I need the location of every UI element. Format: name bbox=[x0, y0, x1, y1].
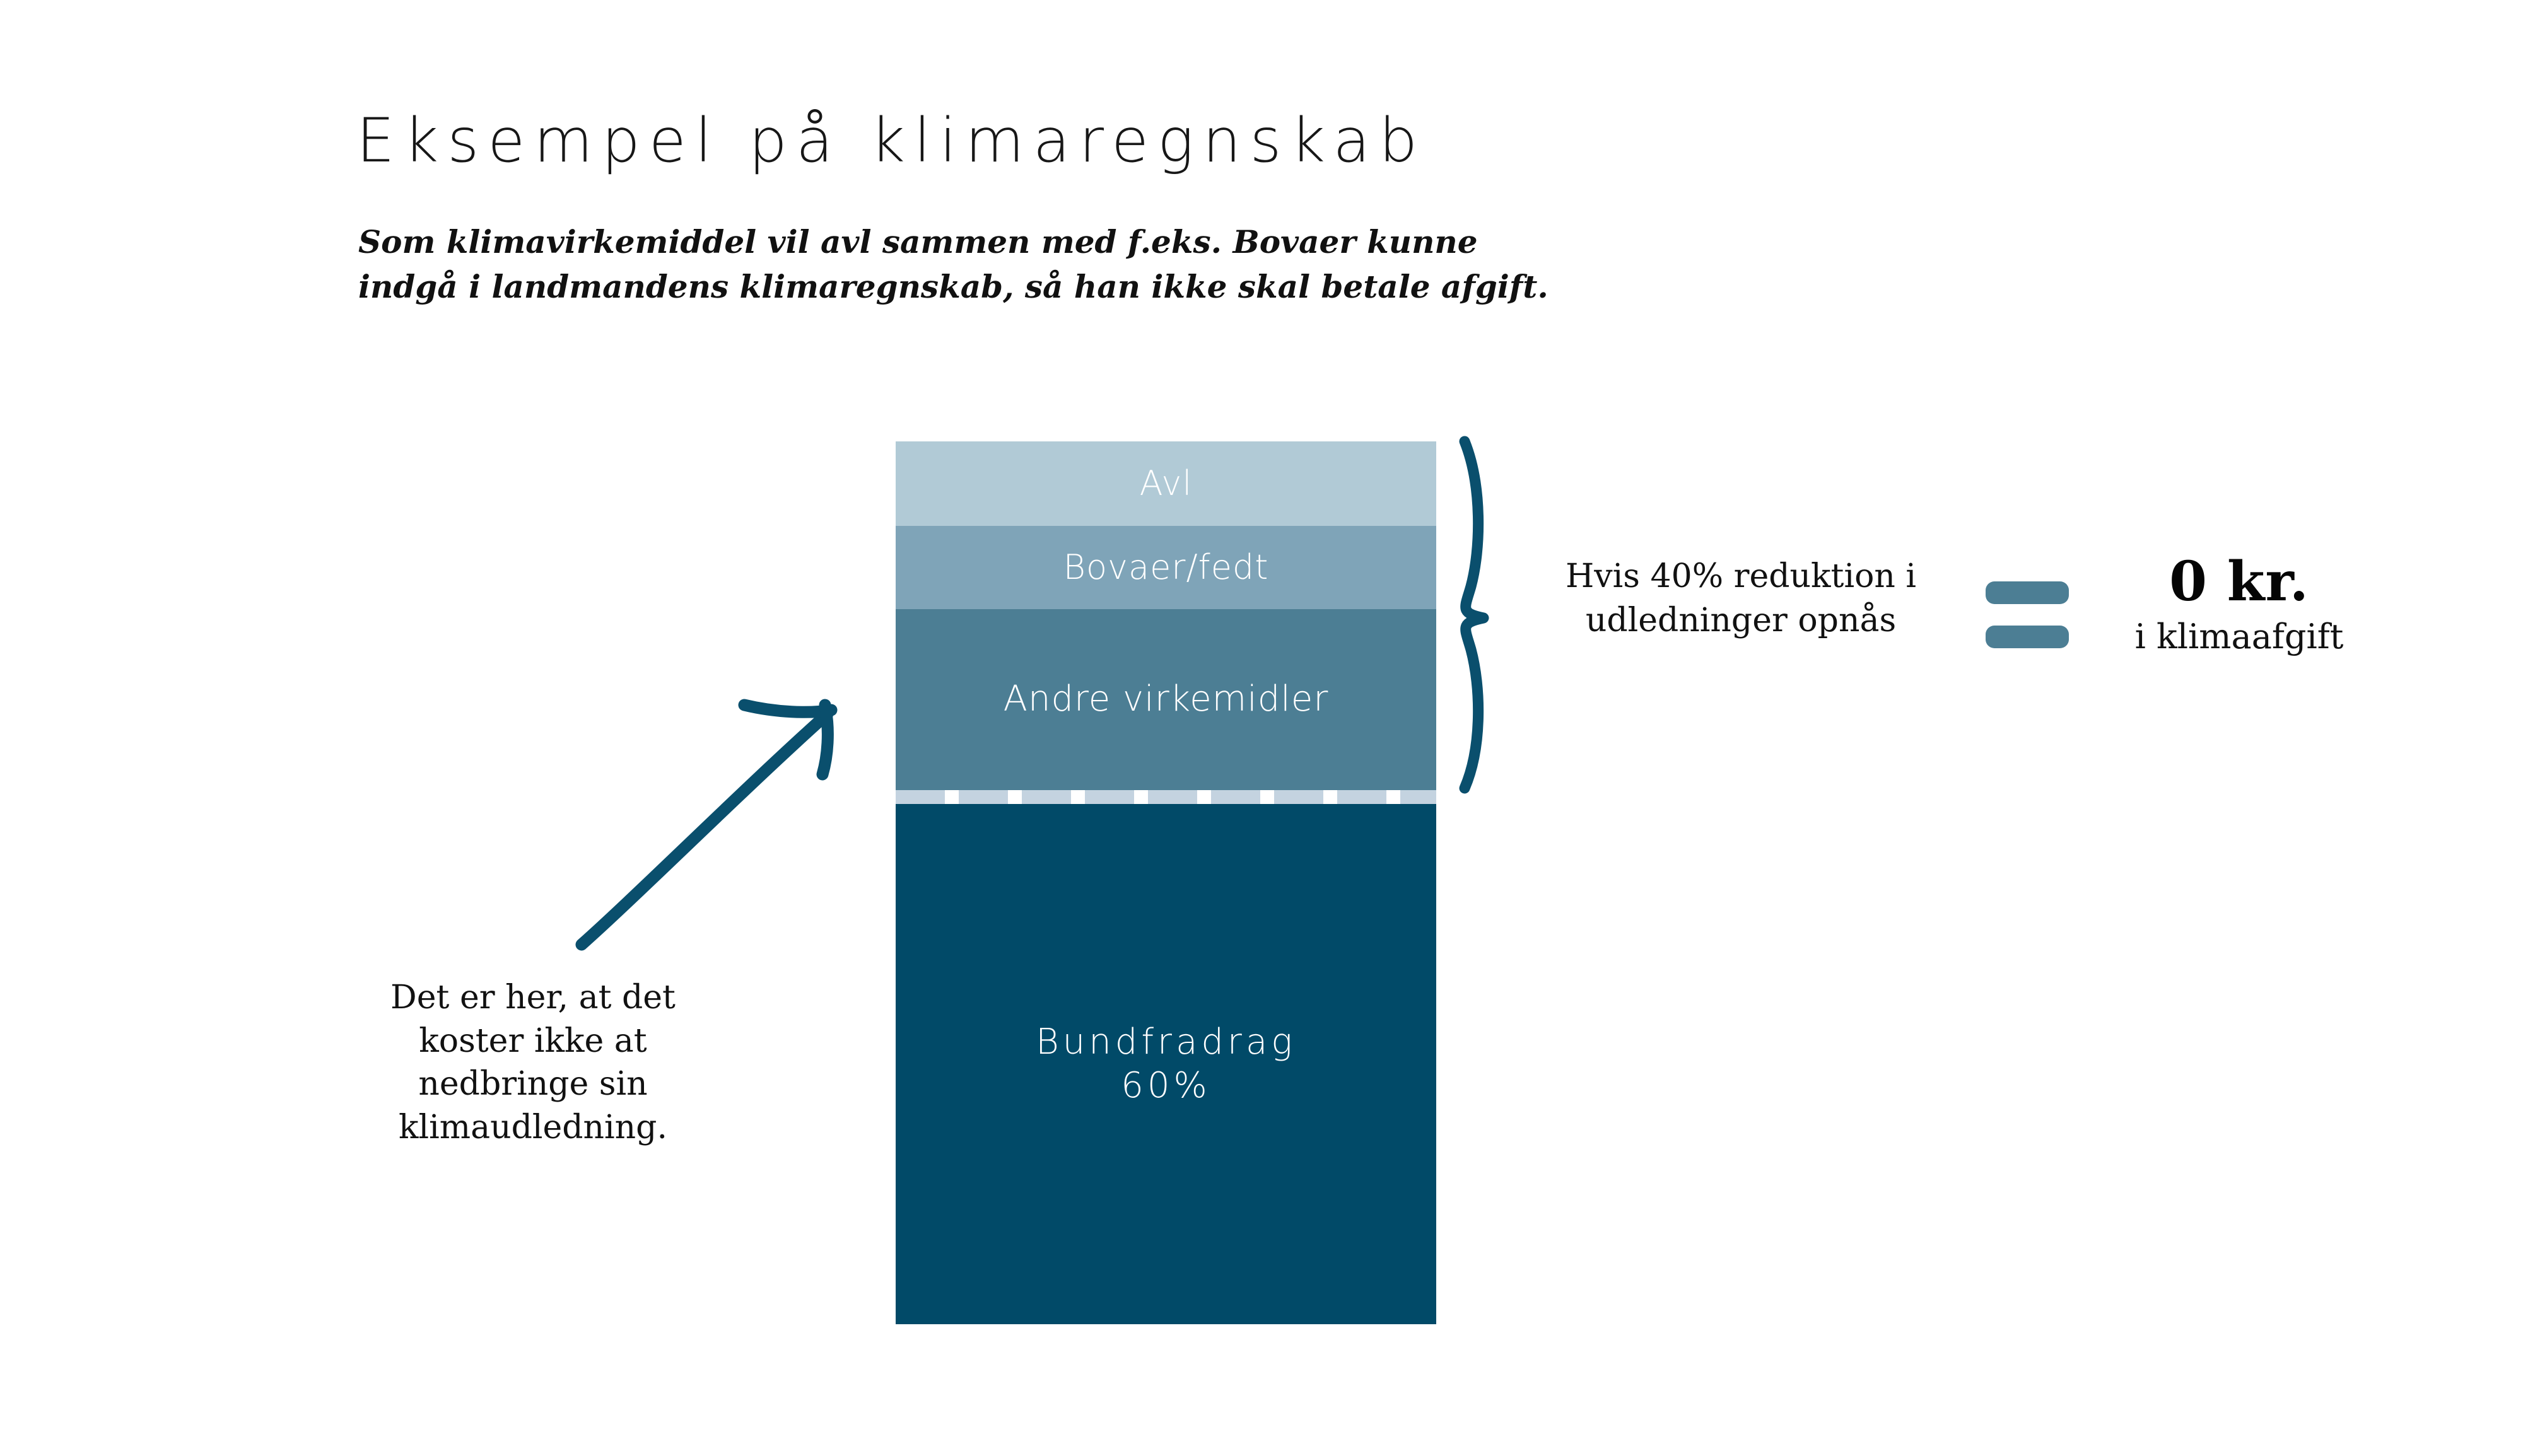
pointer-arrow-icon bbox=[555, 668, 870, 971]
equals-bar-bottom bbox=[1986, 626, 2069, 648]
bar-segment-label-bovaer-fedt: Bovaer/fedt bbox=[1063, 547, 1269, 588]
bar-segment-avl: Avl bbox=[896, 441, 1436, 526]
left-annotation-text: Det er her, at det koster ikke at nedbri… bbox=[390, 979, 676, 1146]
dashed-line-pattern bbox=[896, 790, 1436, 804]
result-block: 0 kr. i klimaafgift bbox=[2081, 550, 2397, 658]
equals-sign-icon bbox=[1983, 579, 2074, 653]
bar-segment-label-avl: Avl bbox=[1139, 463, 1193, 504]
reduction-condition-text: Hvis 40% reduktion i udledninger opnås bbox=[1565, 557, 1917, 639]
bar-segment-label-bundfradrag: Bundfradrag 60% bbox=[1036, 1022, 1296, 1106]
result-amount: 0 kr. bbox=[2169, 550, 2309, 614]
page-title: Eksempel på klimaregnskab bbox=[356, 105, 1427, 176]
stacked-bar-chart: Avl Bovaer/fedt Andre virkemidler Bundfr… bbox=[896, 441, 1436, 1324]
bar-segment-andre-virkemidler: Andre virkemidler bbox=[896, 609, 1436, 790]
equals-bar-top bbox=[1986, 581, 2069, 604]
bar-dashed-divider bbox=[896, 790, 1436, 804]
bar-segment-bundfradrag: Bundfradrag 60% bbox=[896, 804, 1436, 1324]
subtitle-text: Som klimavirkemiddel vil avl sammen med … bbox=[358, 223, 1548, 305]
bar-segment-label-andre-virkemidler: Andre virkemidler bbox=[1003, 678, 1329, 720]
bar-segment-bovaer-fedt: Bovaer/fedt bbox=[896, 526, 1436, 609]
result-caption: i klimaafgift bbox=[2134, 617, 2344, 657]
curly-brace-icon bbox=[1446, 435, 1521, 795]
